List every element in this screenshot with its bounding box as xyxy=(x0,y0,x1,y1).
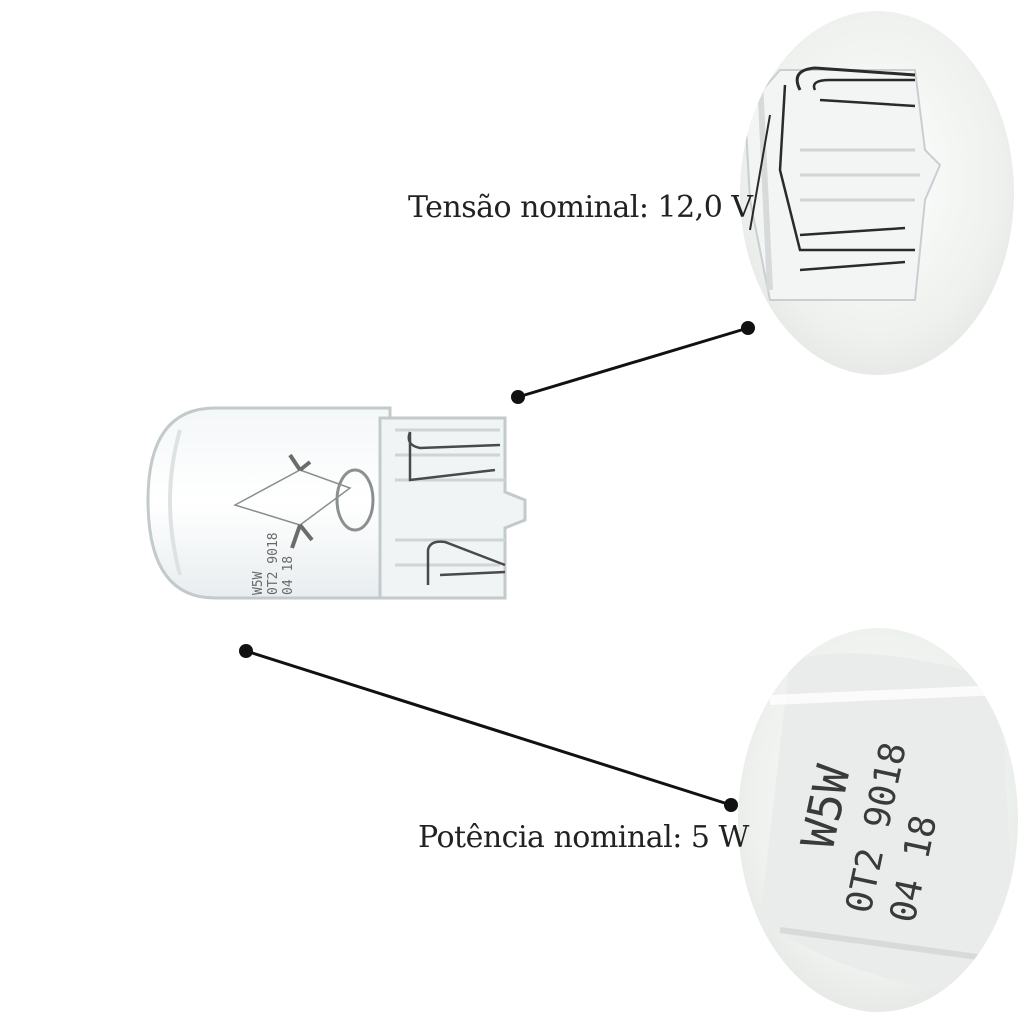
bulb-glass-marking-3: 04 18 xyxy=(281,556,296,595)
zoom-circle-marking: W5W 0T2 9018 04 18 xyxy=(738,628,1018,1012)
bulb-glass-marking-1: W5W xyxy=(251,571,266,595)
bulb-glass-marking-2: 0T2 9018 xyxy=(266,532,281,595)
voltage-label: Tensão nominal: 12,0 V xyxy=(408,190,753,225)
power-label: Potência nominal: 5 W xyxy=(418,820,749,855)
bulb: W5W 0T2 9018 04 18 xyxy=(146,406,527,600)
connector-power xyxy=(239,644,738,812)
zoom-circle-base xyxy=(740,11,1014,375)
connector-voltage xyxy=(511,321,755,404)
